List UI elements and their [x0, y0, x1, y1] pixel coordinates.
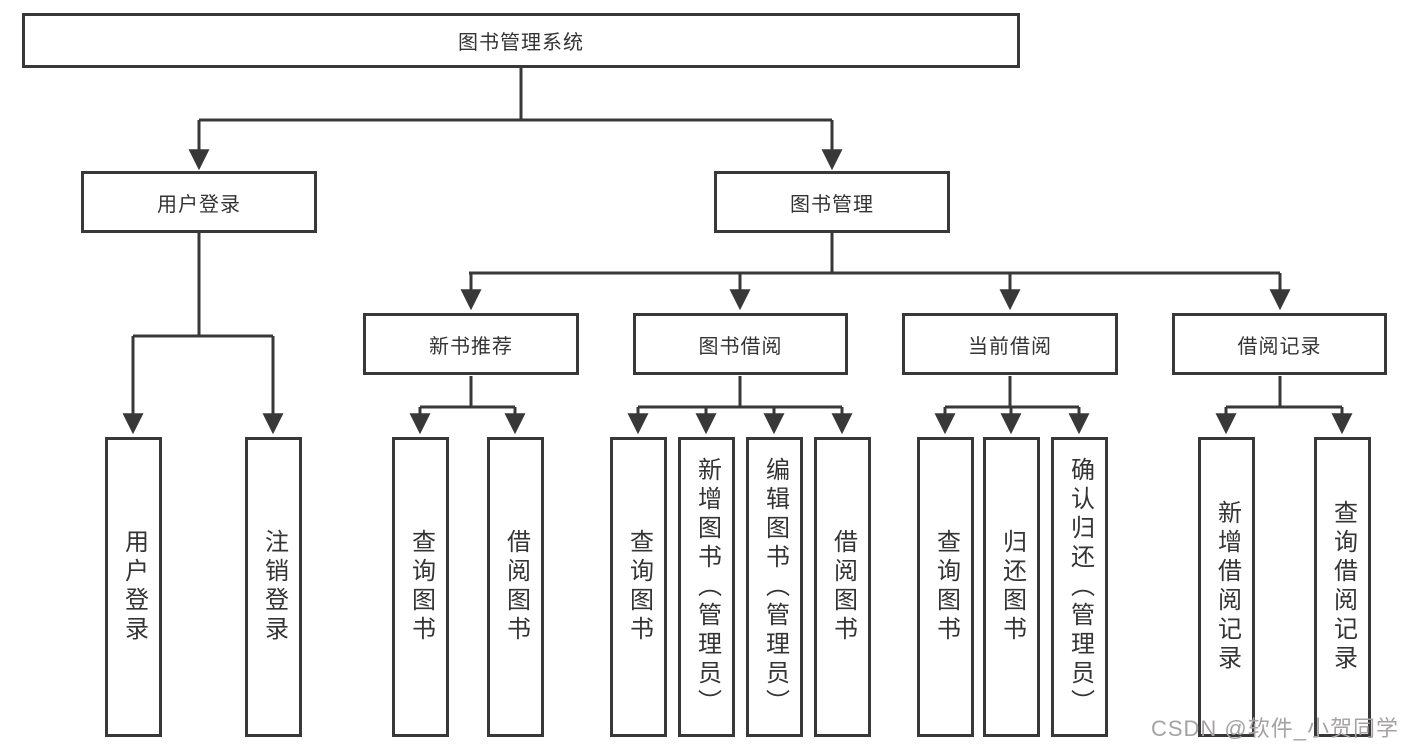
- leaf-add-book-label: 新增图书（管理员）: [693, 456, 721, 718]
- node-book-borrow: 图书借阅: [633, 313, 848, 375]
- node-book-mgmt-label: 图书管理: [790, 193, 874, 216]
- leaf-borrow-book-2-label: 借阅图书: [829, 529, 857, 645]
- leaf-return-book: 归还图书: [983, 437, 1040, 737]
- leaf-confirm-return: 确认归还（管理员）: [1051, 437, 1108, 737]
- leaf-query-book-3-label: 查询图书: [932, 529, 960, 645]
- leaf-query-book-2-label: 查询图书: [625, 529, 653, 645]
- leaf-borrow-book-1-label: 借阅图书: [502, 529, 530, 645]
- leaf-confirm-return-label: 确认归还（管理员）: [1066, 456, 1094, 718]
- leaf-borrow-book-1: 借阅图书: [487, 437, 544, 737]
- node-current-borrow: 当前借阅: [902, 313, 1118, 375]
- node-borrow-record-label: 借阅记录: [1237, 335, 1322, 358]
- leaf-user-login-label: 用户登录: [120, 529, 148, 645]
- node-borrow-record: 借阅记录: [1172, 313, 1387, 375]
- watermark-text: CSDN @软件_小贺同学: [1150, 716, 1399, 741]
- node-new-book-rec: 新书推荐: [363, 313, 579, 375]
- leaf-query-book-1: 查询图书: [392, 437, 449, 737]
- arrow-connectors: [122, 120, 1353, 435]
- leaf-query-book-2: 查询图书: [610, 437, 667, 737]
- node-user-login: 用户登录: [81, 171, 317, 233]
- node-user-login-label: 用户登录: [157, 193, 241, 216]
- leaf-add-record-label: 新增借阅记录: [1213, 500, 1241, 674]
- leaf-query-book-1-label: 查询图书: [407, 529, 435, 645]
- leaf-user-login: 用户登录: [105, 437, 162, 737]
- leaf-add-record: 新增借阅记录: [1198, 437, 1255, 737]
- node-current-borrow-label: 当前借阅: [968, 335, 1052, 358]
- leaf-query-record: 查询借阅记录: [1314, 437, 1371, 737]
- leaf-return-book-label: 归还图书: [998, 529, 1026, 645]
- node-book-mgmt: 图书管理: [714, 171, 950, 233]
- node-new-book-rec-label: 新书推荐: [429, 335, 513, 358]
- leaf-logout-label: 注销登录: [260, 529, 288, 645]
- leaf-logout: 注销登录: [245, 437, 302, 737]
- leaf-borrow-book-2: 借阅图书: [814, 437, 871, 737]
- node-root-label: 图书管理系统: [458, 32, 584, 54]
- leaf-add-book: 新增图书（管理员）: [678, 437, 735, 737]
- leaf-edit-book: 编辑图书（管理员）: [746, 437, 803, 737]
- node-book-borrow-label: 图书借阅: [698, 335, 783, 358]
- leaf-query-record-label: 查询借阅记录: [1329, 500, 1357, 674]
- leaf-edit-book-label: 编辑图书（管理员）: [761, 456, 789, 718]
- node-root: 图书管理系统: [22, 13, 1020, 68]
- leaf-query-book-3: 查询图书: [917, 437, 974, 737]
